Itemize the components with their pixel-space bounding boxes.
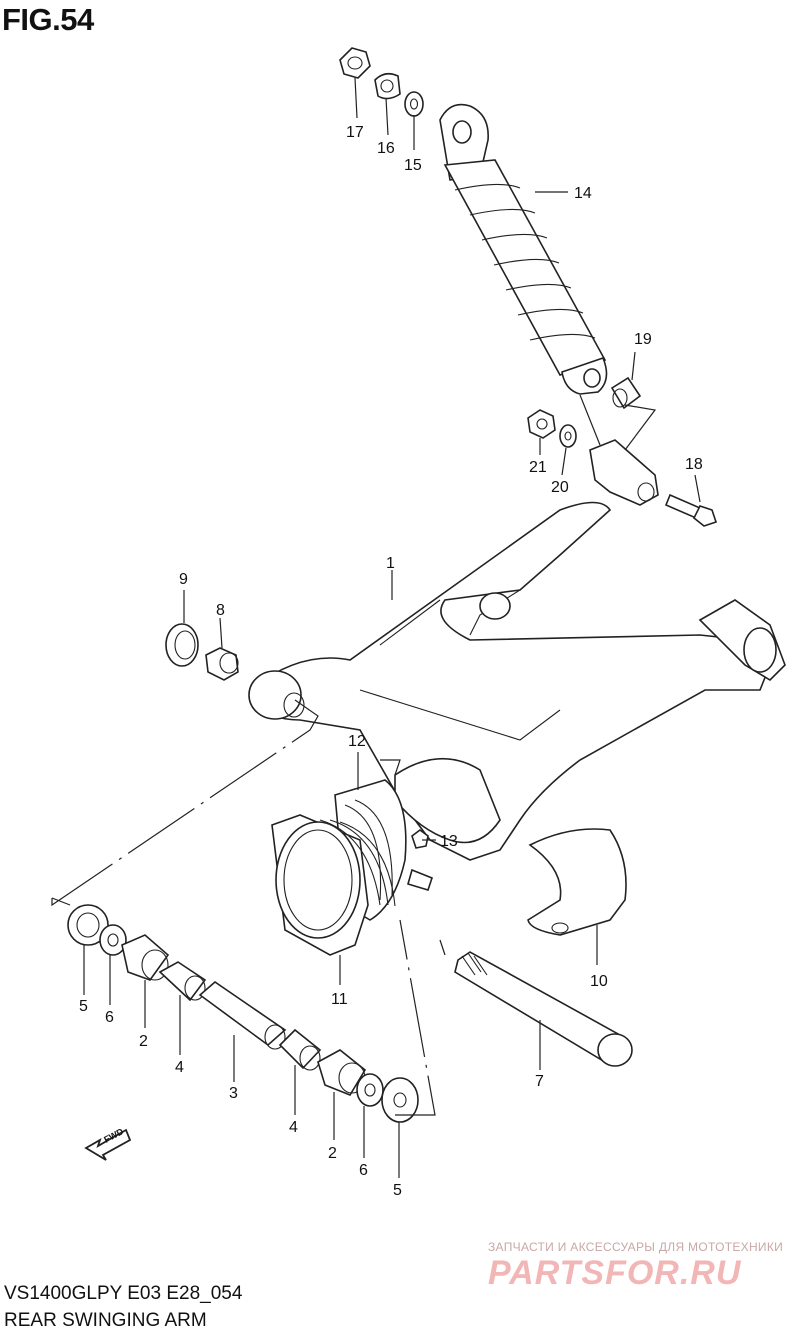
watermark-logo: PARTSFOR.RU <box>488 1254 742 1292</box>
shock-top-collar[interactable] <box>374 72 401 100</box>
model-code: VS1400GLPY E03 E28_054 <box>4 1283 243 1304</box>
callout-17: 17 <box>346 124 364 141</box>
swing-arm[interactable] <box>248 501 786 861</box>
callout-21: 21 <box>529 459 547 476</box>
left-washer[interactable] <box>99 924 127 956</box>
callout-6-right: 6 <box>359 1162 368 1179</box>
right-oil-seal[interactable] <box>381 1077 419 1123</box>
left-needle-bearing[interactable] <box>121 934 170 981</box>
shock-lower-washer[interactable] <box>559 424 577 448</box>
callout-labels: 1 2 2 3 4 4 5 5 6 6 7 8 9 10 11 12 13 14… <box>79 124 703 1199</box>
callout-16: 16 <box>377 140 395 157</box>
callout-18: 18 <box>685 456 703 473</box>
shock-top-washer[interactable] <box>404 91 424 117</box>
watermark-tagline: ЗАПЧАСТИ И АКСЕССУАРЫ ДЛЯ МОТОТЕХНИКИ <box>488 1240 784 1254</box>
boot-flange[interactable] <box>271 814 396 956</box>
shock-top-nut[interactable] <box>339 47 371 79</box>
callout-10: 10 <box>590 973 608 990</box>
callout-19: 19 <box>634 331 652 348</box>
shock-mount-bracket <box>589 439 659 506</box>
assembly-guide-lines <box>51 394 657 1116</box>
rear-shock-absorber[interactable] <box>439 103 608 395</box>
callout-13: 13 <box>440 833 458 850</box>
callout-8: 8 <box>216 602 225 619</box>
right-needle-bearing[interactable] <box>317 1049 367 1096</box>
callout-15: 15 <box>404 157 422 174</box>
callout-9: 9 <box>179 571 188 588</box>
swing-arm-cover[interactable] <box>527 828 627 936</box>
callout-1: 1 <box>386 555 395 572</box>
shock-lower-bolt[interactable] <box>664 493 718 527</box>
callout-3: 3 <box>229 1085 238 1102</box>
callout-2-left: 2 <box>139 1033 148 1050</box>
callout-2-right: 2 <box>328 1145 337 1162</box>
center-spacer[interactable] <box>198 980 287 1050</box>
leader-lines <box>83 77 701 1178</box>
callout-6-left: 6 <box>105 1009 114 1026</box>
callout-7: 7 <box>535 1073 544 1090</box>
callout-5-left: 5 <box>79 998 88 1015</box>
left-oil-seal[interactable] <box>67 904 109 946</box>
section-name: REAR SWINGING ARM <box>4 1310 207 1331</box>
callout-5-right: 5 <box>393 1182 402 1199</box>
pivot-cap[interactable] <box>165 623 199 667</box>
right-washer[interactable] <box>356 1073 384 1107</box>
callout-4-left: 4 <box>175 1059 184 1076</box>
pivot-nut[interactable] <box>205 647 239 681</box>
shock-spacer[interactable] <box>610 376 642 410</box>
forward-arrow-icon: FWD <box>84 1126 132 1161</box>
callout-12: 12 <box>348 733 366 750</box>
shock-lower-nut[interactable] <box>527 409 556 439</box>
callout-4-right: 4 <box>289 1119 298 1136</box>
callout-14: 14 <box>574 185 592 202</box>
left-spacer[interactable] <box>158 961 207 1002</box>
figure-title: FIG.54 <box>2 2 94 37</box>
pivot-shaft[interactable] <box>454 951 633 1067</box>
right-spacer[interactable] <box>278 1028 322 1071</box>
callout-20: 20 <box>551 479 569 496</box>
callout-11: 11 <box>331 991 348 1008</box>
boot-clamp-screw[interactable] <box>407 829 433 891</box>
